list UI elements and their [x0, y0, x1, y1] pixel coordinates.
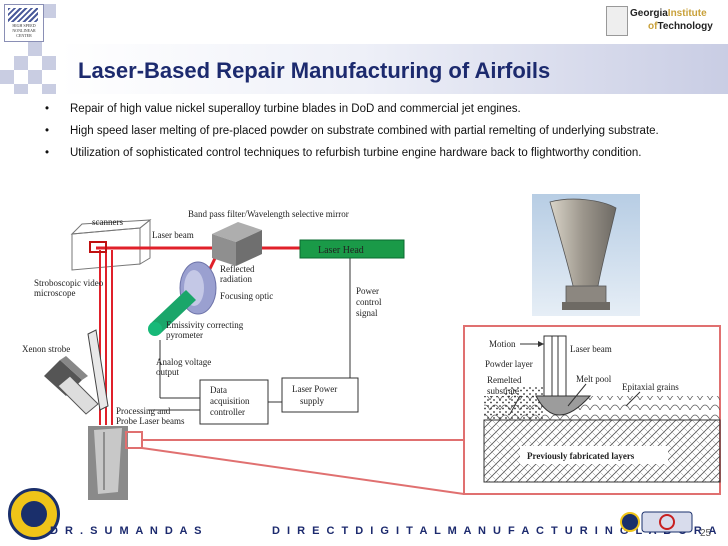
laser-repair-diagram: scanners Band pass filter/Wavelength sel…: [22, 209, 721, 500]
workpiece-blade: [88, 426, 128, 500]
footer-lab-name: D I R E C T D I G I T A L M A N U F A C …: [272, 525, 719, 537]
label-remelted-2: substrate: [487, 386, 519, 396]
zoom-frame: [125, 431, 465, 495]
label-analog-2: output: [156, 367, 180, 377]
logo-institute: Institute: [667, 8, 707, 19]
xenon-strobe-device: [44, 356, 99, 415]
label-laser-beam: Laser beam: [152, 230, 194, 240]
powder-layer: [484, 396, 544, 420]
label-stroboscopic-1: Stroboscopic video: [34, 278, 104, 288]
label-reflected-2: radiation: [220, 274, 252, 284]
onr-logo: [620, 511, 693, 533]
bullet-item: • High speed laser melting of pre-placed …: [42, 122, 692, 140]
label-laser-power-2: supply: [300, 396, 325, 406]
label-band-pass-filter: Band pass filter/Wavelength selective mi…: [188, 209, 349, 219]
label-motion: Motion: [489, 339, 516, 349]
label-reflected-1: Reflected: [220, 264, 255, 274]
label-melt-pool: Melt pool: [576, 374, 612, 384]
label-daq-3: controller: [210, 407, 245, 417]
laser-power-supply-box: [281, 377, 359, 413]
label-power-control-1: Power: [356, 286, 379, 296]
scanners-box: [70, 218, 152, 271]
lab-logo-graphic: [8, 8, 38, 22]
label-remelted-1: Remelted: [487, 375, 522, 385]
label-laser-head: Laser Head: [318, 245, 364, 256]
bullet-item: • Utilization of sophisticated control te…: [42, 144, 692, 162]
data-acquisition-box: [199, 379, 269, 425]
label-processing-2: Probe Laser beams: [116, 416, 185, 426]
label-daq-2: acquisition: [210, 396, 250, 406]
turbine-blade-illustration: [532, 194, 640, 316]
pyrometer-cylinder: [148, 290, 196, 336]
label-power-control-2: control: [356, 297, 382, 307]
header-checker-pattern: [0, 0, 60, 95]
footer-author: D R . S U M A N D A S: [50, 525, 204, 537]
university-seal-inner: [19, 499, 49, 529]
bullet-list: • Repair of high value nickel superalloy …: [42, 100, 692, 166]
bullet-marker: •: [45, 125, 50, 137]
logo-technology: Technology: [657, 21, 713, 32]
inset-laser-beam: [543, 335, 567, 399]
georgia-tech-logo: GeorgiaInstitute ofTechnology: [606, 4, 724, 38]
label-daq-1: Data: [210, 385, 227, 395]
label-focusing-optic: Focusing optic: [220, 291, 273, 301]
bullet-text: Utilization of sophisticated control tec…: [70, 147, 642, 159]
turbine-blade-photo: [532, 194, 640, 316]
logo-of: of: [648, 21, 658, 32]
page-number: 25: [700, 528, 712, 539]
band-pass-filter-cube: [212, 222, 262, 266]
bullet-marker: •: [45, 103, 50, 115]
university-seal: [8, 488, 60, 540]
label-emissivity-1: Emissivity correcting: [166, 320, 244, 330]
label-powder-layer: Powder layer: [485, 359, 533, 369]
georgia-tech-logo-mark: [606, 6, 628, 36]
label-emissivity-2: pyrometer: [166, 330, 203, 340]
slide-title: Laser-Based Repair Manufacturing of Airf…: [78, 58, 551, 83]
label-xenon-strobe: Xenon strobe: [22, 344, 70, 354]
title-band: [60, 44, 728, 94]
lab-logo: HIGH SPEED NONLINEAR CENTER: [4, 4, 44, 42]
bullet-text: Repair of high value nickel superalloy t…: [70, 103, 521, 115]
label-epitaxial-grains: Epitaxial grains: [622, 382, 679, 392]
bullet-item: • Repair of high value nickel superalloy …: [42, 100, 692, 118]
lab-logo-text: HIGH SPEED NONLINEAR CENTER: [12, 23, 36, 38]
bullet-text: High speed laser melting of pre-placed p…: [70, 125, 659, 137]
logo-georgia: Georgia: [630, 8, 668, 19]
label-processing-1: Processing and: [116, 406, 171, 416]
label-laser-power-1: Laser Power: [292, 384, 337, 394]
label-inset-laser-beam: Laser beam: [570, 344, 612, 354]
laser-head-box: [299, 239, 405, 259]
label-power-control-3: signal: [356, 308, 378, 318]
label-stroboscopic-2: microscope: [34, 288, 75, 298]
label-previous-layers: Previously fabricated layers: [527, 451, 635, 461]
label-scanners: scanners: [92, 217, 123, 227]
melt-pool: [535, 395, 592, 416]
bullet-marker: •: [45, 147, 50, 159]
label-analog-1: Analog voltage: [156, 357, 211, 367]
stroboscopic-microscope: [87, 329, 109, 411]
